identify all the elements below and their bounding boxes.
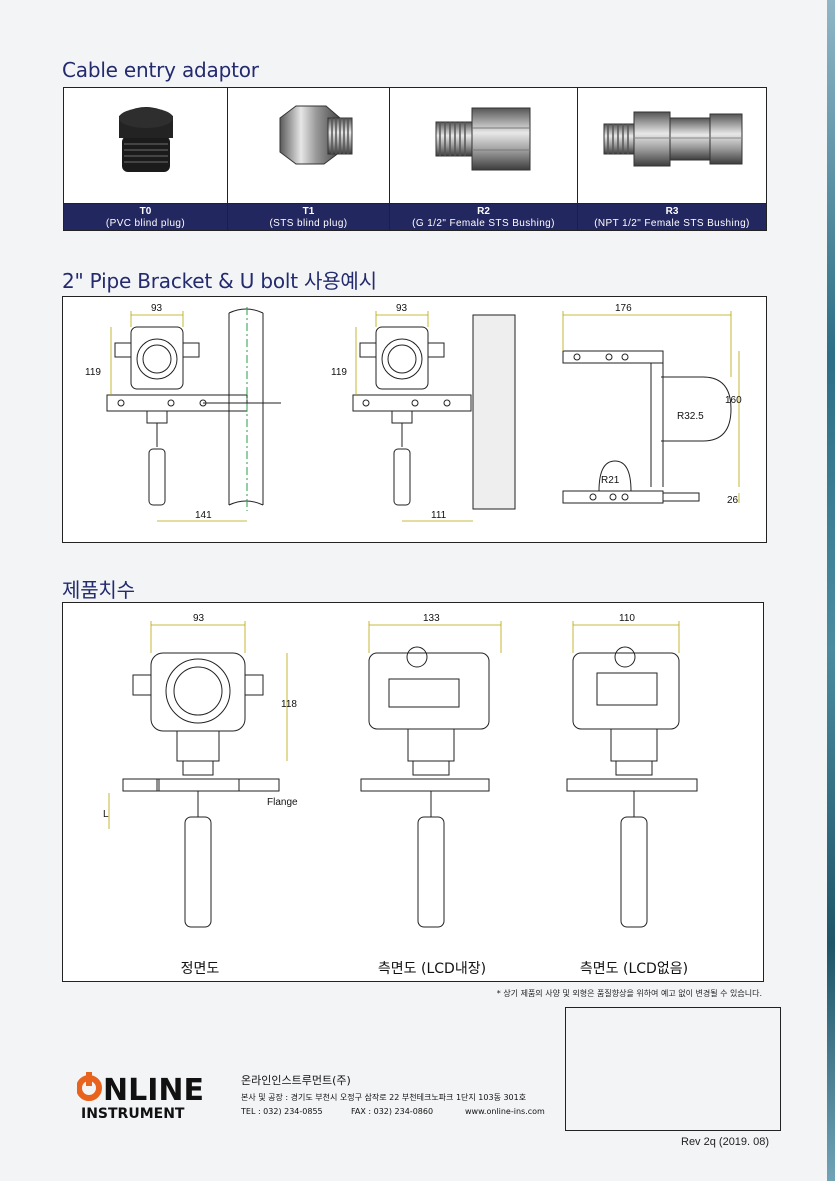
company-address: 본사 및 공장 : 경기도 부천시 오정구 삼작로 22 부천테크노파크 1단지… (241, 1093, 527, 1102)
npt-bushing-image (603, 111, 743, 167)
dim-pipe-offset: 141 (195, 510, 212, 521)
pvc-plug-image (119, 107, 173, 172)
cable-adaptor-table: T0 (PVC blind plug) T1 (63, 87, 767, 231)
dim-bracket-width: 176 (615, 303, 632, 314)
cable-desc: (PVC blind plug) (105, 218, 186, 229)
pipe-bracket-drawing: 93 119 141 93 119 111 176 160 R32.5 R21 … (62, 296, 767, 543)
dim-front-width: 93 (193, 613, 205, 624)
company-tel: TEL : 032) 234-0855 (241, 1107, 323, 1116)
cable-entry-title: Cable entry adaptor (62, 58, 259, 82)
pipe-bracket-title: 2" Pipe Bracket & U bolt 사용예시 (62, 269, 377, 293)
cable-adaptor-r3: R3 (NPT 1/2" Female STS Bushing) (578, 88, 766, 230)
flange-label: Flange (267, 797, 298, 808)
cable-code: T0 (139, 206, 152, 217)
cable-caption: R2 (G 1/2" Female STS Bushing) (390, 203, 577, 230)
product-dimension-drawing: 93 118 Flange L 133 110 (62, 602, 764, 982)
dim-pipe-height: 119 (85, 367, 101, 378)
dim-wall-width: 93 (396, 303, 408, 314)
cable-adaptor-r2: R2 (G 1/2" Female STS Bushing) (390, 88, 578, 230)
front-view-label: 정면도 (180, 961, 220, 977)
dim-front-height: 118 (281, 699, 297, 710)
side-lcd-view-label: 측면도 (LCD내장) (377, 961, 487, 977)
company-name: 온라인인스트루먼트(주) (241, 1074, 351, 1087)
dim-side-nolcd-width: 110 (619, 613, 635, 624)
dim-wall-offset: 111 (431, 510, 447, 521)
sts-plug-image (279, 105, 353, 165)
company-fax: FAX : 032) 234-0860 (351, 1107, 434, 1116)
power-logo-icon: NLINE INSTRUMENT (76, 1072, 204, 1122)
company-web[interactable]: www.online-ins.com (465, 1107, 545, 1116)
company-contact: TEL : 032) 234-0855 FAX : 032) 234-0860 … (241, 1107, 545, 1116)
cable-code: T1 (302, 206, 315, 217)
dim-side-lcd-width: 133 (423, 613, 440, 624)
dim-bracket-height: 160 (725, 395, 742, 406)
length-label: L (103, 809, 109, 820)
dim-bolt-radius: R32.5 (677, 411, 704, 422)
page-edge-strip (827, 0, 835, 1181)
dim-small-radius: R21 (601, 475, 620, 486)
spec-change-note: * 상기 제품의 사양 및 외형은 품질향상을 위하여 예고 없이 변경될 수 … (496, 989, 762, 998)
dim-wall-height: 119 (331, 367, 347, 378)
cable-desc: (NPT 1/2" Female STS Bushing) (594, 218, 750, 229)
side-nolcd-view-label: 측면도 (LCD없음) (579, 961, 689, 977)
company-logo: NLINE INSTRUMENT (76, 1066, 227, 1122)
dim-pipe-width: 93 (151, 303, 163, 314)
dealer-stamp-box (565, 1007, 781, 1131)
bracket-diagram: 93 119 141 93 119 111 176 160 R32.5 R21 … (85, 303, 742, 522)
cable-adaptor-t0: T0 (PVC blind plug) (64, 88, 228, 230)
dim-bottom: 26 (727, 495, 739, 506)
cable-desc: (G 1/2" Female STS Bushing) (412, 218, 555, 229)
dimension-diagram: 93 118 Flange L 133 110 (103, 613, 698, 928)
revision-label: Rev 2q (2019. 08) (681, 1136, 770, 1148)
cable-desc: (STS blind plug) (269, 218, 348, 229)
cable-code: R2 (477, 206, 490, 217)
logo-top-text: NLINE (103, 1073, 204, 1108)
logo-bottom-text: INSTRUMENT (81, 1106, 185, 1122)
cable-caption: R3 (NPT 1/2" Female STS Bushing) (578, 203, 766, 230)
cable-code: R3 (665, 206, 679, 217)
cable-adaptor-t1: T1 (STS blind plug) (228, 88, 390, 230)
cable-caption: T1 (STS blind plug) (228, 203, 389, 230)
g-bushing-image (435, 107, 531, 171)
cable-caption: T0 (PVC blind plug) (64, 203, 227, 230)
product-dimension-title: 제품치수 (62, 578, 135, 602)
